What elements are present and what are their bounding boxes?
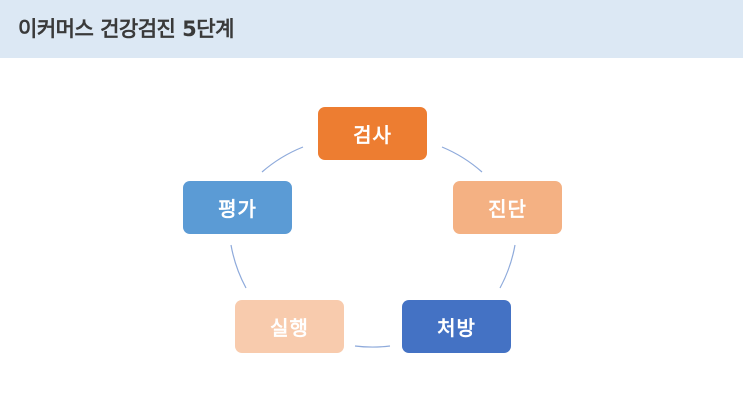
step-diagnosis: 진단 — [453, 181, 562, 234]
step-prescription: 처방 — [402, 300, 511, 353]
connector-arc — [499, 244, 516, 289]
step-inspection: 검사 — [318, 107, 427, 160]
connector-arc — [441, 146, 483, 173]
step-label: 실행 — [270, 316, 309, 340]
step-label: 처방 — [437, 316, 476, 340]
page-title: 이커머스 건강검진 5단계 — [18, 17, 234, 41]
step-evaluation: 평가 — [183, 181, 292, 234]
step-label: 평가 — [218, 197, 257, 221]
step-label: 진단 — [488, 197, 527, 221]
connector-arc — [230, 244, 247, 289]
header-bar: 이커머스 건강검진 5단계 — [0, 0, 743, 58]
step-execution: 실행 — [235, 300, 344, 353]
connector-arc — [354, 345, 391, 348]
step-label: 검사 — [353, 123, 392, 147]
connector-arc — [261, 146, 304, 173]
